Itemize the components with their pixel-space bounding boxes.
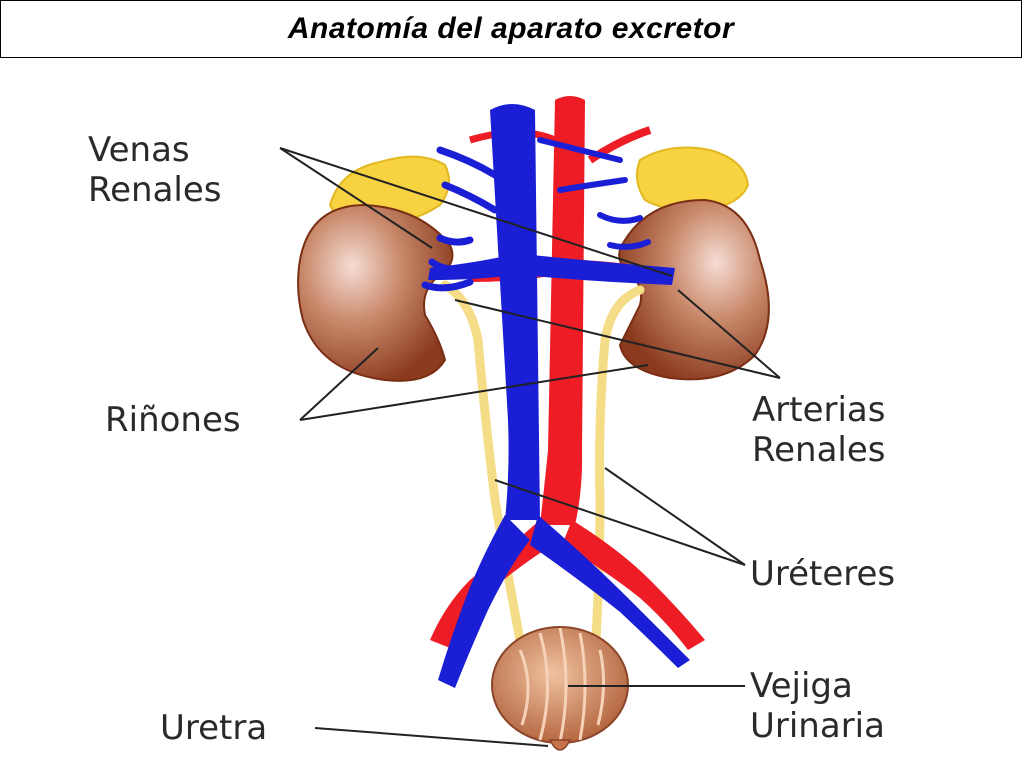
right-iliac-artery <box>562 520 705 650</box>
label-ureteres: Uréteres <box>750 554 896 594</box>
label-uretra: Uretra <box>160 708 268 748</box>
left-kidney <box>297 203 454 382</box>
label-vejiga-2: Urinaria <box>750 706 885 746</box>
page-title: Anatomía del aparato excretor <box>287 12 735 45</box>
left-iliac-vein <box>438 515 530 688</box>
right-iliac-vein <box>530 515 690 668</box>
right-renal-vein <box>532 255 675 285</box>
urethra <box>548 739 572 751</box>
vena-cava <box>490 104 540 520</box>
pointer-arterias-2 <box>677 289 781 379</box>
right-kidney <box>618 198 770 381</box>
label-arterias-renales-1: Arterias <box>752 390 886 430</box>
pointer-venas-2 <box>279 147 673 277</box>
bladder-striations <box>518 627 606 743</box>
pointer-arterias-1 <box>454 299 781 379</box>
label-rinones: Riñones <box>105 400 241 440</box>
label-venas-renales-1: Venas <box>88 130 190 170</box>
label-arterias-renales-2: Renales <box>752 430 886 470</box>
pointer-rinones-2 <box>299 364 649 421</box>
label-venas-renales-2: Renales <box>88 170 222 210</box>
pointer-venas-1 <box>279 147 433 249</box>
aorta <box>540 96 585 525</box>
right-vein-branches <box>537 137 651 250</box>
pointer-uretra <box>314 727 549 747</box>
right-ureter <box>591 285 645 645</box>
left-renal-vein <box>428 255 512 280</box>
pointer-ureteres-1 <box>494 479 746 566</box>
pointer-ureteres-2 <box>604 467 746 566</box>
label-vejiga-1: Vejiga <box>750 666 853 706</box>
left-vein-branches <box>421 146 499 292</box>
pointer-rinones-1 <box>299 347 379 421</box>
right-adrenal-gland <box>635 146 750 212</box>
title-bar: Anatomía del aparato excretor <box>0 0 1022 58</box>
